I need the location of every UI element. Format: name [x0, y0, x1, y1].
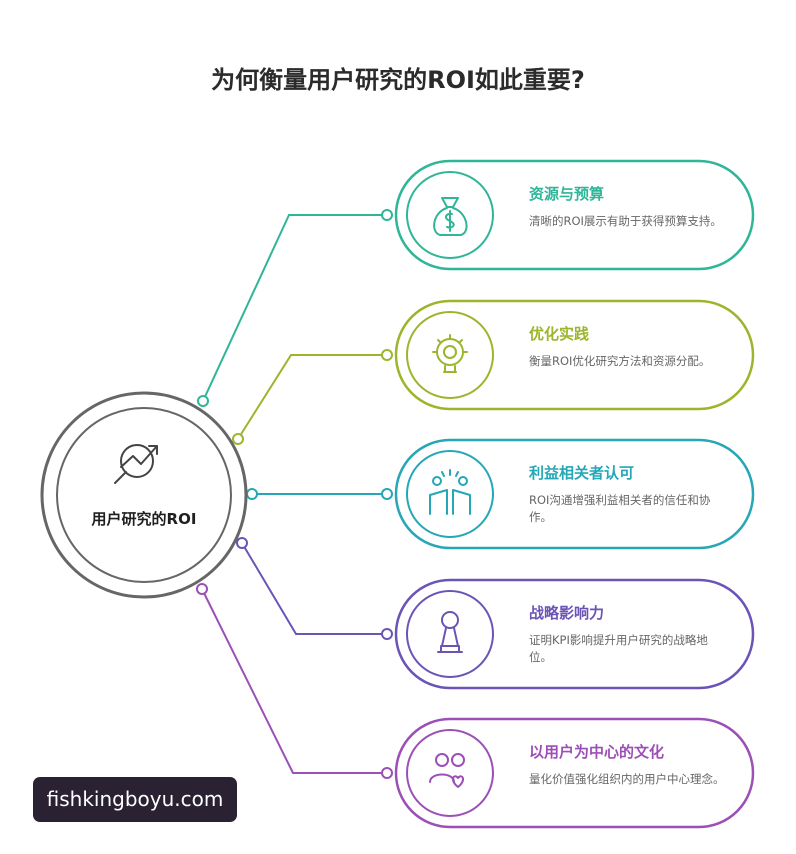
connector-dot — [381, 767, 393, 779]
connector-line — [241, 542, 387, 635]
card-description: ROI沟通增强利益相关者的信任和协作。 — [529, 493, 711, 524]
card-resources-budget — [394, 159, 755, 271]
card-text-1: 资源与预算 清晰的ROI展示有助于获得预算支持。 — [529, 183, 729, 230]
money-bag-icon — [433, 197, 468, 236]
card-text-3: 利益相关者认可 ROI沟通增强利益相关者的信任和协作。 — [529, 462, 729, 526]
high-five-icon — [429, 469, 471, 515]
card-description: 清晰的ROI展示有助于获得预算支持。 — [529, 214, 722, 228]
card-stakeholder-recognition — [394, 438, 755, 550]
chess-piece-icon — [437, 611, 463, 653]
card-title: 优化实践 — [529, 325, 590, 343]
watermark-badge: fishkingboyu.com — [33, 777, 237, 822]
connector-line — [202, 214, 387, 402]
card-title: 以用户为中心的文化 — [529, 743, 665, 761]
connector-dot — [197, 395, 209, 407]
card-text-4: 战略影响力 证明KPI影响提升用户研究的战略地位。 — [529, 602, 729, 666]
card-strategic-influence — [394, 578, 755, 690]
hub-label: 用户研究的ROI — [91, 510, 197, 528]
users-heart-icon — [429, 753, 465, 788]
connector-dot — [381, 349, 393, 361]
connector-dot — [236, 537, 248, 549]
card-title: 资源与预算 — [529, 185, 605, 203]
connector-line — [201, 588, 387, 774]
card-user-centric-culture — [394, 717, 755, 829]
card-description: 证明KPI影响提升用户研究的战略地位。 — [529, 633, 708, 664]
card-title: 利益相关者认可 — [529, 464, 635, 482]
card-optimize-practice — [394, 299, 755, 411]
connector-dot — [381, 209, 393, 221]
card-text-2: 优化实践 衡量ROI优化研究方法和资源分配。 — [529, 323, 729, 370]
card-description: 量化价值强化组织内的用户中心理念。 — [529, 772, 725, 786]
card-description: 衡量ROI优化研究方法和资源分配。 — [529, 354, 711, 368]
connector-line — [237, 354, 387, 440]
magnifier-trend-icon — [114, 444, 158, 484]
connector-dot — [196, 583, 208, 595]
connector-dot — [381, 488, 393, 500]
hub-node — [40, 391, 248, 599]
page-title: 为何衡量用户研究的ROI如此重要? — [211, 66, 585, 94]
connector-dot — [232, 433, 244, 445]
connector-dot — [246, 488, 258, 500]
card-title: 战略影响力 — [529, 604, 605, 622]
card-text-5: 以用户为中心的文化 量化价值强化组织内的用户中心理念。 — [529, 741, 729, 788]
connector-dot — [381, 628, 393, 640]
gear-bulb-icon — [432, 334, 468, 373]
